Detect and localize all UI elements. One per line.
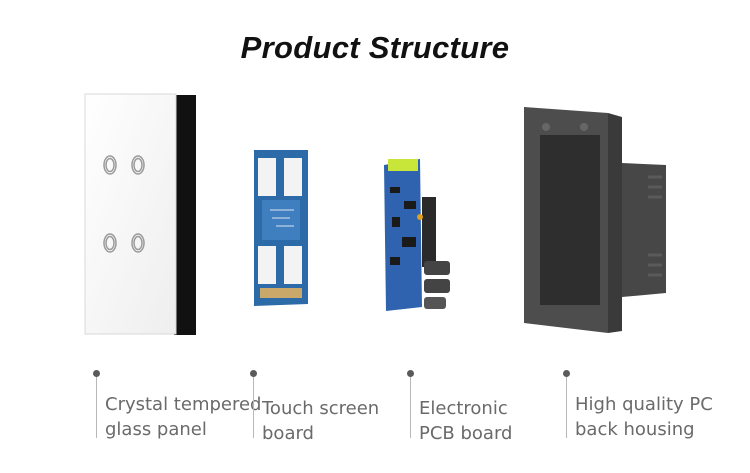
page-title: Product Structure bbox=[240, 30, 510, 65]
glass-panel-image bbox=[84, 93, 196, 335]
callout-dot-housing bbox=[563, 370, 570, 377]
callout-line-glass bbox=[96, 374, 97, 438]
callout-dot-pcb bbox=[407, 370, 414, 377]
callout-line-touch bbox=[253, 374, 254, 438]
callout-line-pcb bbox=[410, 374, 411, 438]
callout-dot-glass bbox=[93, 370, 100, 377]
pcb-board-image bbox=[384, 159, 450, 311]
callout-line-housing bbox=[566, 374, 567, 438]
back-housing-image bbox=[524, 107, 666, 333]
touch-board-image bbox=[254, 150, 308, 306]
callout-dot-touch bbox=[250, 370, 257, 377]
